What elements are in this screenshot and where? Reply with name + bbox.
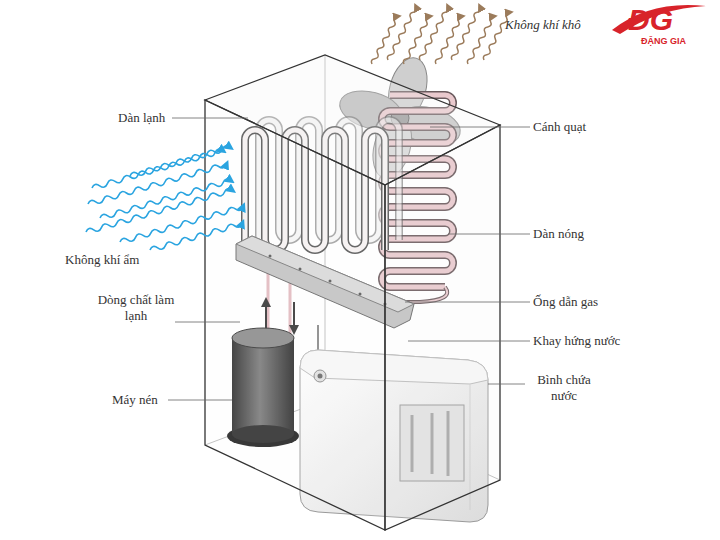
part-label: Bình chứa nước [528, 372, 600, 404]
case [205, 55, 500, 530]
humid-air [85, 145, 243, 252]
part-label: Không khí khô [505, 17, 581, 33]
part-label: Không khí ẩm [65, 252, 139, 268]
part-label: Cánh quạt [533, 119, 586, 135]
part-label: Khay hứng nước [533, 333, 620, 349]
part-label: Máy nén [112, 392, 158, 408]
dry-air [370, 6, 511, 65]
part-label: Ống dẫn gas [533, 294, 598, 310]
logo-text: ĐẶNG GIA [641, 36, 686, 47]
logo-text: ĐG [628, 2, 673, 38]
part-label: Dòng chất làm lạnh [96, 292, 176, 324]
leader-line [168, 118, 530, 400]
part-label: Dàn nóng [533, 226, 584, 242]
part-label: Dàn lạnh [118, 110, 165, 126]
